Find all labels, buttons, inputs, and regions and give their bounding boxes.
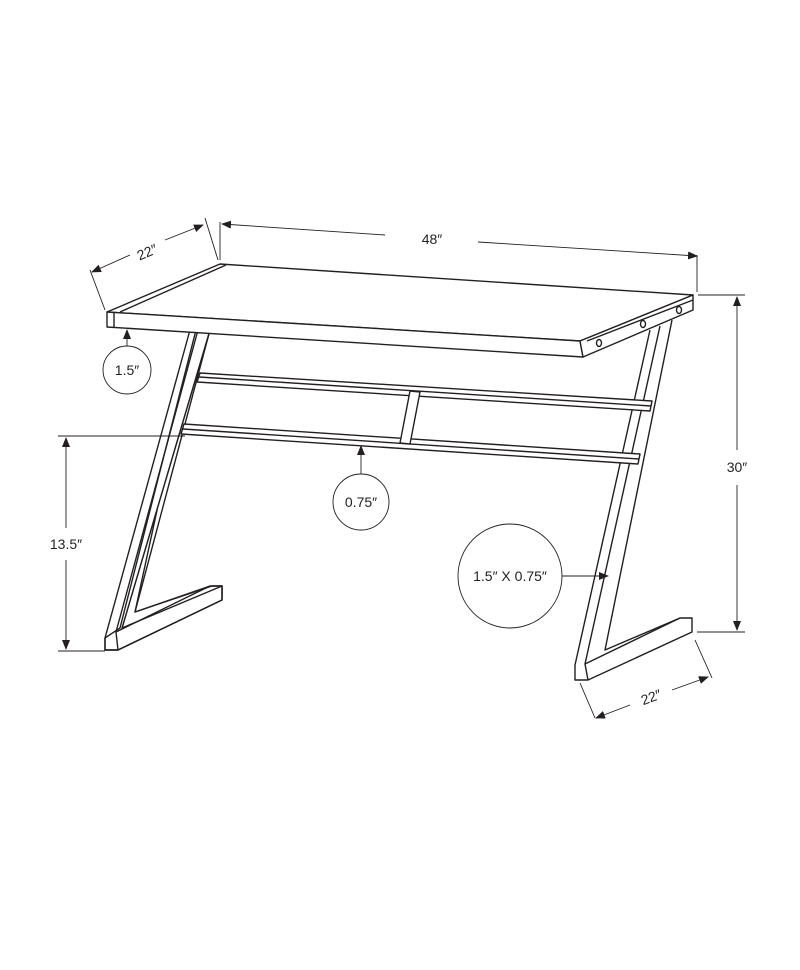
label-leg-profile: 1.5″ X 0.75″ bbox=[473, 568, 547, 584]
label-top-thickness: 1.5″ bbox=[115, 362, 139, 378]
bolt-hole bbox=[675, 305, 683, 315]
center-strut bbox=[399, 390, 421, 445]
callout-circle-stretcher bbox=[332, 473, 390, 531]
tabletop bbox=[106, 263, 694, 358]
label-width: 48″ bbox=[422, 231, 443, 247]
label-overall-height: 30″ bbox=[727, 459, 748, 475]
bolt-hole bbox=[595, 338, 603, 348]
bolt-hole bbox=[639, 319, 647, 329]
label-top-depth: 22″ bbox=[134, 241, 159, 264]
right-leg bbox=[574, 319, 693, 681]
label-stretcher-thickness: 0.75″ bbox=[345, 494, 377, 510]
extension-lines bbox=[58, 217, 745, 719]
callout-circle-leg-profile bbox=[457, 523, 563, 629]
callout-circle-top-thickness bbox=[102, 345, 152, 395]
dimension-lines bbox=[62, 220, 741, 719]
left-leg bbox=[104, 329, 223, 651]
stretchers bbox=[180, 372, 653, 465]
label-stretcher-height: 13.5″ bbox=[50, 536, 82, 552]
label-base-depth: 22″ bbox=[639, 686, 664, 708]
